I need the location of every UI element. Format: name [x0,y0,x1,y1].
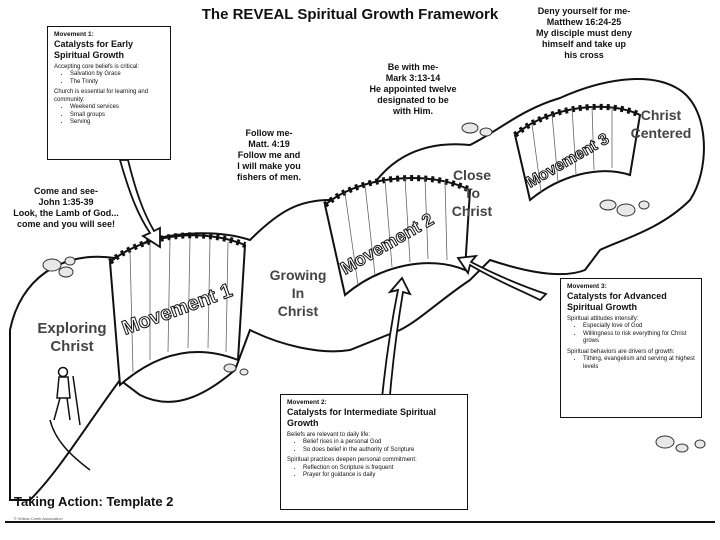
box-section: Beliefs are relevant to daily life: [287,431,371,438]
quote-line: Follow me and [237,150,301,160]
stage-line: Close [452,167,492,183]
stage-exploring-christ: Exploring Christ [32,320,112,356]
movement-2-catalysts-box: Movement 2: Catalysts for Intermediate S… [280,394,468,510]
box-list: Tithing, evangelism and serving at highe… [567,356,695,371]
quote-line: Matt. 4:19 [248,139,290,149]
quote-deny-yourself: Deny yourself for me- Matthew 16:24-25 M… [524,6,644,61]
quote-line: My disciple must deny [535,28,633,38]
box-label: Movement 2: [287,399,327,406]
stage-line: Christ [50,338,94,355]
movement-1-catalysts-box: Movement 1: Catalysts for Early Spiritua… [47,26,171,160]
list-item: The Trinity [70,79,164,87]
stage-line: Christ [277,303,319,319]
list-item: Reflection on Scripture is frequent [303,465,461,473]
quote-line: John 1:35-39 [38,197,94,207]
quote-follow-me: Follow me- Matt. 4:19 Follow me and I wi… [228,128,310,183]
quote-line: Deny yourself for me- [537,6,631,16]
stage-line: Growing [269,267,327,283]
arrows [118,159,548,421]
list-item: Especially love of God [583,323,695,331]
stage-line: Centered [630,125,692,141]
box-list: Especially love of God Willingness to ri… [567,323,695,346]
box-heading: Catalysts for Intermediate Spiritual Gro… [287,406,437,428]
list-item: Salvation by Grace [70,71,164,79]
list-item: Prayer for guidance is daily [303,472,461,480]
footer-title: Taking Action: Template 2 [14,494,174,509]
stage-line: To [463,185,481,201]
box-heading: Catalysts for Early Spiritual Growth [54,38,134,60]
quote-line: Mark 3:13-14 [385,73,441,83]
box-section: Accepting core beliefs is critical: [54,63,140,70]
bridge-3 [513,103,642,202]
list-item: Willingness to risk everything for Chris… [583,331,695,346]
box-list: Reflection on Scripture is frequent Pray… [287,465,461,480]
list-item: So does belief in the authority of Scrip… [303,447,461,455]
rocks [42,122,706,453]
quote-line: Follow me- [245,128,293,138]
stage-christ-centered: Christ Centered [624,106,698,142]
box-heading: Catalysts for Advanced Spiritual Growth [567,290,667,312]
box-label: Movement 1: [54,31,94,38]
hiker-figure [49,366,91,471]
box-section: Spiritual behaviors are drivers of growt… [567,348,675,355]
list-item: Belief rises in a personal God [303,439,461,447]
stage-line: In [291,285,305,301]
stage-close-to-christ: Close To Christ [442,166,502,220]
box-section: Spiritual attitudes intensify: [567,315,639,322]
quote-line: come and you will see! [16,219,116,229]
stage-growing-in-christ: Growing In Christ [258,266,338,320]
movement-3-catalysts-box: Movement 3: Catalysts for Advanced Spiri… [560,278,702,418]
box-list: Belief rises in a personal God So does b… [287,439,461,454]
quote-line: fishers of men. [236,172,301,182]
copyright-fine-print: © Willow Creek Association [14,516,63,521]
quote-line: Be with me- [387,62,439,72]
stage-line: Christ [640,107,682,123]
list-item: Small groups [70,112,164,120]
box-list: Salvation by Grace The Trinity [54,71,164,86]
bridge-2 [323,175,472,297]
quote-line: himself and take up [541,39,627,49]
box-list: Weekend services Small groups Serving [54,104,164,127]
quote-be-with-me: Be with me- Mark 3:13-14 He appointed tw… [358,62,468,117]
quote-line: He appointed twelve [369,84,457,94]
quote-line: with Him. [393,106,433,116]
box-label: Movement 3: [567,283,607,290]
box-section: Church is essential for learning and com… [54,89,149,103]
quote-line: his cross [564,50,604,60]
stage-line: Exploring [37,320,107,337]
stage-line: Christ [451,203,493,219]
quote-line: Look, the Lamb of God... [13,208,119,218]
quote-line: I will make you [237,161,301,171]
quote-line: Come and see- [33,186,99,196]
quote-come-and-see: Come and see- John 1:35-39 Look, the Lam… [2,186,130,230]
page-title: The REVEAL Spiritual Growth Framework [201,6,499,23]
list-item: Weekend services [70,104,164,112]
quote-line: Matthew 16:24-25 [546,17,622,27]
box-section: Spiritual practices deepen personal comm… [287,457,417,463]
quote-line: designated to be [377,95,449,105]
list-item: Tithing, evangelism and serving at highe… [583,356,695,371]
list-item: Serving [70,119,164,127]
